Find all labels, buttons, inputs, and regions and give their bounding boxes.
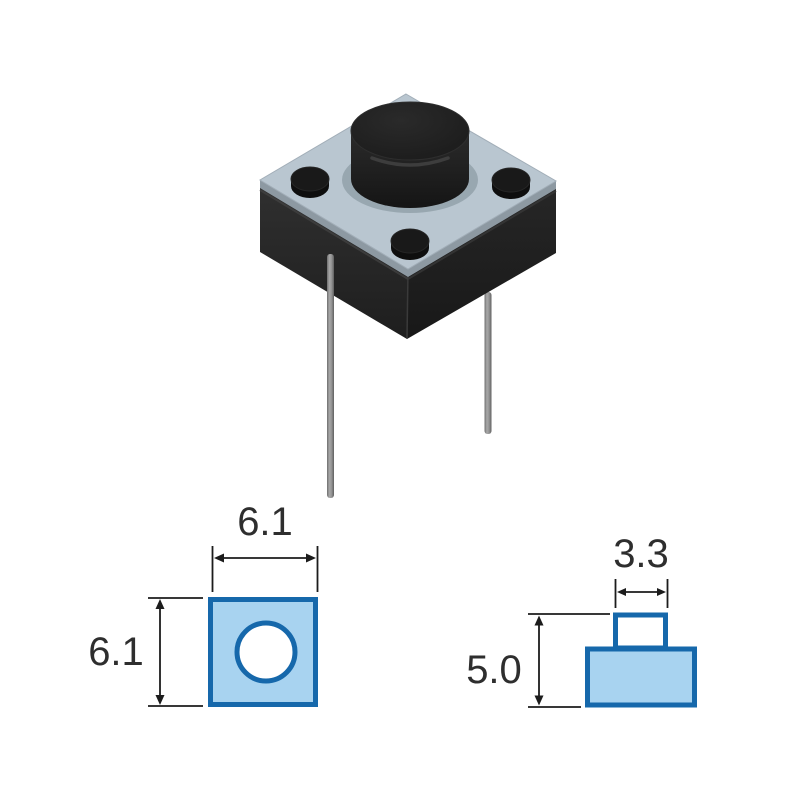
arrowhead-down [155, 695, 165, 705]
side-view-button-width-dimension: 3.3 [613, 532, 669, 608]
arrowhead-right [657, 588, 666, 596]
top-view-width-dimension: 6.1 [211, 500, 319, 592]
post-top [290, 166, 330, 192]
switch-body-corner-edge [406, 270, 409, 339]
top-view-hole [234, 620, 298, 684]
switch-body-bevel-left [259, 189, 409, 280]
switch-body-right-face [407, 182, 556, 339]
push-button-top [350, 101, 470, 161]
arrowhead-down [534, 695, 544, 706]
side-view-height-label: 5.0 [466, 648, 522, 692]
top-view-height-dimension: 6.1 [88, 597, 203, 707]
corner-post-left [290, 166, 330, 198]
switch-body-bevel-right [407, 190, 557, 280]
side-view-height-dimension: 5.0 [466, 613, 610, 708]
corner-post-front [390, 228, 430, 260]
arrowhead-left [214, 553, 224, 563]
arrowhead-left [617, 588, 626, 596]
post-top [491, 167, 531, 193]
switch-pin-right [484, 292, 492, 434]
arrowhead-right [306, 553, 316, 563]
post-top [390, 228, 430, 254]
switch-pin-left [327, 254, 334, 498]
side-view-button-width-label: 3.3 [613, 532, 669, 576]
arrowhead-up [534, 615, 544, 626]
switch-3d-render [259, 93, 557, 498]
top-view-width-label: 6.1 [237, 500, 293, 544]
corner-post-right [491, 167, 531, 199]
arrowhead-up [155, 599, 165, 609]
top-view-height-label: 6.1 [88, 630, 144, 674]
side-view-diagram: 3.3 5.0 [466, 532, 697, 708]
push-button-highlight [370, 156, 450, 167]
top-view-diagram: 6.1 6.1 [88, 500, 319, 707]
push-button [350, 101, 470, 208]
side-view-button-outline [613, 612, 668, 651]
side-view-body-outline [585, 646, 697, 708]
